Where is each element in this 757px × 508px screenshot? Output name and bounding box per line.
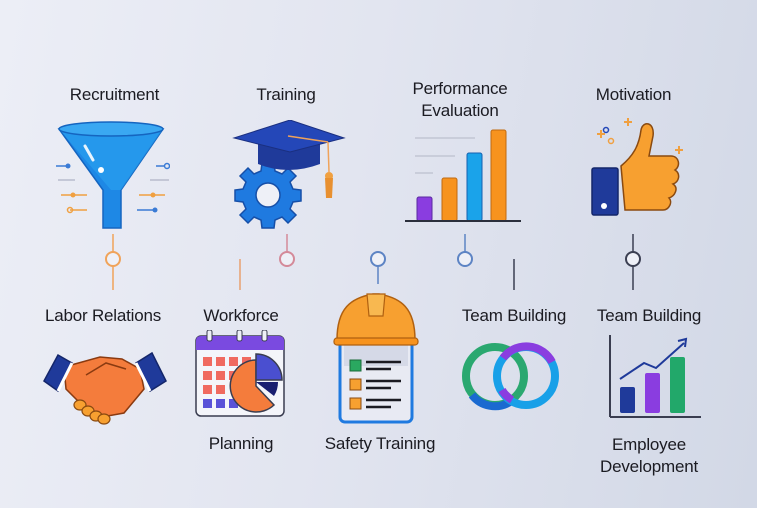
label-planning: Planning — [208, 434, 274, 453]
label-safety-training: Safety Training — [324, 434, 436, 453]
label-employee: Employee — [612, 435, 686, 454]
timeline-node-2 — [279, 251, 295, 267]
growth-chart-icon — [609, 335, 701, 418]
bar-chart-icon — [405, 129, 521, 222]
label-training: Training — [256, 85, 316, 104]
handshake-icon — [43, 351, 167, 425]
hardhat-checklist-icon — [333, 293, 419, 424]
label-recruitment: Recruitment — [69, 85, 160, 104]
label-performance-line2: Evaluation — [421, 101, 499, 120]
label-motivation: Motivation — [595, 85, 672, 104]
calendar-pie-icon — [195, 330, 285, 417]
label-labor-relations: Labor Relations — [44, 306, 162, 325]
label-workforce: Workforce — [203, 306, 279, 325]
timeline-node-5 — [625, 251, 641, 267]
thumbs-up-icon — [591, 118, 683, 216]
label-team-building-2: Team Building — [596, 306, 702, 325]
interlocking-rings-icon — [462, 342, 559, 411]
label-development: Development — [600, 457, 698, 476]
timeline-node-4 — [457, 251, 473, 267]
label-team-building: Team Building — [461, 306, 567, 325]
timeline-node-1 — [105, 251, 121, 267]
label-performance-line1: Performance — [412, 79, 508, 98]
timeline-node-3 — [370, 251, 386, 267]
funnel-icon — [56, 121, 170, 229]
graduation-cap-gear-icon — [232, 120, 346, 229]
